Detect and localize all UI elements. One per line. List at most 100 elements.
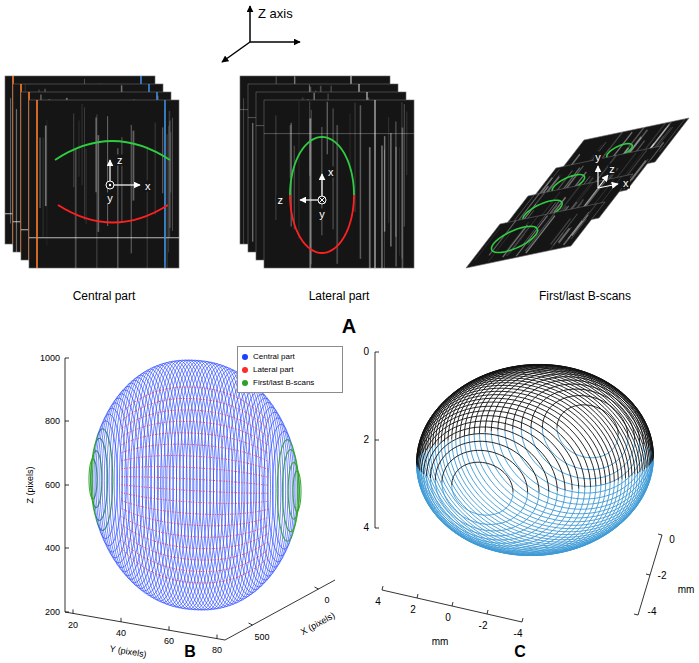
legend-text: First/last B-scans: [253, 379, 314, 387]
speckle-streak: [42, 138, 44, 237]
surface-arc: [55, 141, 170, 160]
tick-mark: [217, 635, 218, 639]
tick-label: 200: [45, 608, 60, 617]
tick-mark: [487, 610, 488, 614]
tick-label: -2: [658, 571, 667, 581]
speckle-streak: [252, 123, 253, 242]
axis-origin: [106, 181, 114, 189]
tick-label: 2: [363, 435, 369, 445]
upper-surface-line: [438, 366, 646, 468]
surface-arc: [58, 205, 168, 223]
tick-label: 400: [45, 544, 60, 553]
surface-ellipse: [491, 226, 537, 252]
tick-mark: [375, 352, 379, 353]
central-scan-ring: [173, 360, 223, 610]
upper-surface-line: [432, 368, 642, 471]
axis-letter: y: [594, 152, 602, 163]
lower-surface-line: [430, 448, 640, 551]
speckle-streak: [131, 125, 132, 253]
axis-arrow: [249, 6, 251, 42]
legend-row: Central part: [242, 350, 338, 363]
speckle-streak: [388, 117, 389, 223]
central-scan-ring: [232, 384, 274, 592]
tick-mark: [65, 485, 69, 486]
speckle-streak: [551, 219, 571, 245]
tick-label: 0: [324, 596, 329, 605]
axis-label: Z (pixels): [26, 466, 35, 503]
tick-mark: [65, 548, 69, 549]
tick-label: -2: [479, 621, 488, 631]
upper-surface-line: [557, 405, 618, 435]
upper-surface-line: [460, 365, 653, 460]
upper-surface-line: [427, 427, 558, 491]
central-scan-ring: [235, 387, 276, 590]
speckle-streak: [117, 148, 118, 268]
lateral-scan-row: [122, 456, 269, 470]
upper-surface-line: [448, 365, 651, 464]
lower-surface-line: [456, 438, 653, 534]
tick-mark: [658, 534, 662, 535]
axis-letter: z: [277, 195, 285, 206]
upper-surface-line: [417, 402, 590, 487]
upper-surface-line: [469, 366, 653, 456]
central-scan-ring: [109, 386, 147, 575]
speckle-streak: [521, 214, 546, 247]
tick-label: -4: [648, 607, 657, 617]
upper-surface-line: [464, 365, 653, 458]
upper-surface-line: [421, 416, 572, 490]
lateral-scan-row: [122, 444, 269, 461]
lateral-scan-row: [122, 398, 269, 429]
tick-mark: [249, 623, 253, 625]
speckle-streak: [572, 215, 588, 236]
axis-icon: [222, 6, 300, 62]
axis-arrow: [597, 166, 598, 188]
lateral-scan-row: [122, 467, 269, 478]
tick-label: -4: [514, 629, 523, 639]
tick-label: 4: [375, 597, 381, 607]
panel-letter: C: [514, 644, 526, 660]
speckle-streak: [10, 98, 11, 223]
upper-surface-line: [474, 367, 653, 455]
legend-swatch: [242, 354, 248, 360]
tick-label: 60: [164, 637, 174, 646]
tick-label: 80: [212, 646, 222, 655]
upper-surface-line: [430, 434, 548, 492]
speckle-streak: [45, 126, 47, 207]
lateral-scan-row: [122, 549, 269, 584]
central-scan-ring: [117, 377, 159, 585]
central-scan-ring: [247, 398, 283, 580]
upper-surface-line: [505, 377, 646, 446]
upper-surface-line: [531, 389, 635, 440]
tick-label: 0: [445, 613, 451, 623]
lateral-scan-row: [122, 525, 269, 549]
speckle-streak: [82, 104, 83, 186]
tick-mark: [452, 602, 453, 606]
lateral-stack: [240, 76, 414, 268]
speckle-streak: [632, 159, 648, 180]
bright-line: [374, 100, 375, 268]
central-scan-ring: [251, 402, 286, 576]
speckle-streak: [510, 234, 525, 253]
speckle-streak: [311, 110, 312, 265]
speckle-streak: [16, 109, 17, 252]
tick-label: 40: [116, 629, 126, 638]
speckle-streak: [298, 101, 299, 239]
axis-letter: x: [144, 181, 152, 192]
lateral-scan-row: [122, 493, 269, 504]
axis-label: X (pixels): [299, 611, 336, 637]
speckle-streak: [86, 149, 87, 224]
upper-surface-line: [542, 396, 628, 438]
upper-surface-line: [513, 380, 644, 444]
legend-text: Central part: [253, 353, 295, 361]
speckle-streak: [399, 148, 400, 256]
point-cloud-3d: [65, 358, 335, 640]
axis-arrow: [250, 41, 300, 43]
speckle-streak: [243, 98, 244, 244]
tick-label: 800: [45, 417, 60, 426]
speckle-streak: [402, 128, 404, 268]
panel-letter: A: [342, 316, 356, 336]
lateral-scan-row: [122, 541, 269, 572]
speckle-streak: [526, 216, 555, 254]
speckle-streak: [172, 118, 173, 231]
lower-surface-line: [498, 431, 649, 505]
